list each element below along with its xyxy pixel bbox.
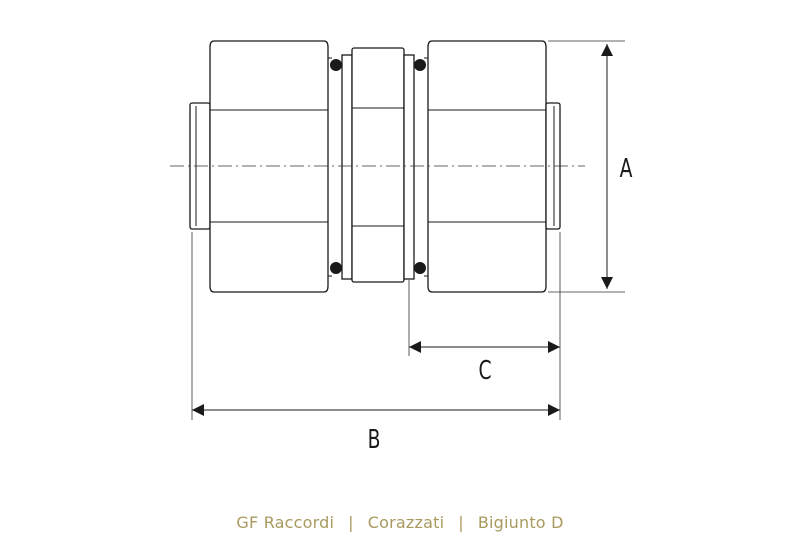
caption-separator-2: | — [458, 513, 464, 532]
dimension-c: C — [409, 341, 560, 386]
dimension-a: A — [601, 44, 633, 289]
right-bottom-o-ring — [414, 262, 426, 274]
right-body-shoulder — [403, 54, 415, 280]
dimension-b: B — [192, 404, 560, 455]
dimension-c-label: C — [478, 356, 491, 386]
left-top-o-ring — [330, 59, 342, 71]
caption-separator-1: | — [348, 513, 354, 532]
center-hex — [351, 47, 405, 283]
left-body-shoulder — [341, 54, 353, 280]
dimension-a-label: A — [620, 154, 633, 184]
left-nut — [209, 40, 332, 293]
caption-category: Corazzati — [367, 513, 445, 532]
right-top-o-ring — [414, 59, 426, 71]
product-caption: GF Raccordi | Corazzati | Bigiunto D — [0, 513, 800, 532]
caption-brand: GF Raccordi — [236, 513, 335, 532]
left-bottom-o-ring — [330, 262, 342, 274]
caption-product: Bigiunto D — [477, 513, 564, 532]
dimension-b-label: B — [368, 425, 381, 455]
right-nut — [424, 40, 547, 293]
